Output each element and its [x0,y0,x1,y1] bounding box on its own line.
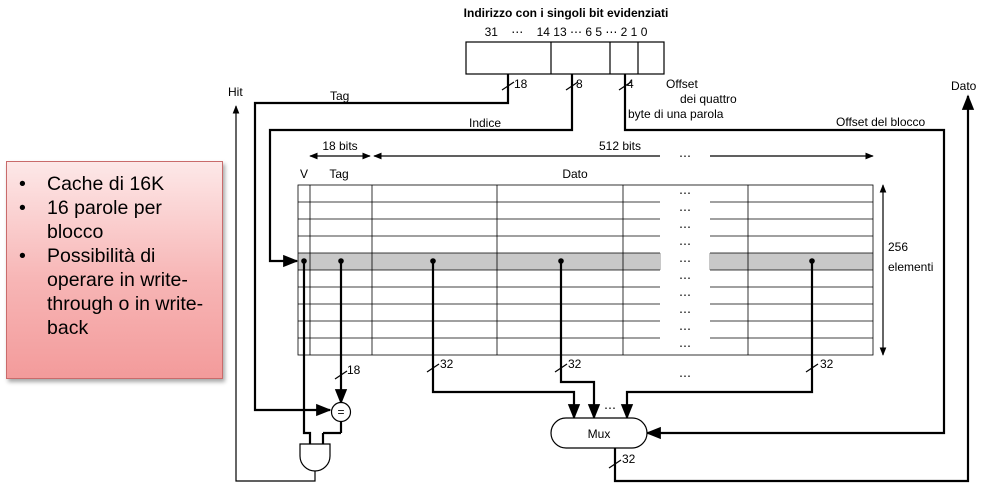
word-offset-label-2: dei quattro [680,92,737,106]
note-item: 16 parole per blocco [15,196,216,244]
cache-gap-ellipsis: ⋯ [679,288,691,302]
cache-gap-column [661,186,709,354]
note-item: Possibilità di operare in write-through … [15,244,216,340]
valid-bit-line [301,258,312,444]
word-offset-label-1: Offset [666,77,698,91]
tag-line [253,74,515,417]
tag-bits-label: 18 bits [322,139,357,153]
block-offset-label: Offset del blocco [836,115,925,129]
cache-gap-ellipsis: ⋯ [679,220,691,234]
address-bit-numbers: 31 ⋯ 14 13 ⋯ 6 5 ⋯ 2 1 0 [485,25,648,39]
address-title: Indirizzo con i singoli bit evidenziati [464,6,669,20]
comparator: = [321,401,352,444]
bus-ellipsis: ⋯ [679,369,691,383]
cache-gap-ellipsis: ⋯ [679,254,691,268]
tag-column-header: Tag [329,167,348,181]
offset-width-label: 4 [627,77,634,91]
word-bus-1-width: 32 [440,357,454,371]
mux-input-ellipsis: ⋯ [604,401,616,415]
multiplexer: Mux [550,417,648,449]
index-width-label: 8 [576,77,583,91]
cache-table: ⋯ ⋯ ⋯ ⋯ ⋯ ⋯ ⋯ ⋯ ⋯ ⋯ [297,184,874,356]
tag-width-label: 18 [514,77,528,91]
entries-word-label: elementi [888,260,933,274]
data-bits-label: 512 bits [599,139,641,153]
hit-line [232,105,316,482]
notes-callout: Cache di 16K16 parole per bloccoPossibil… [6,161,223,379]
cache-gap-ellipsis: ⋯ [679,186,691,200]
word-bus-3-width: 32 [820,357,834,371]
index-signal-label: Indice [469,116,501,130]
word-bus-2 [554,258,601,420]
dimension-ellipsis: ⋯ [679,149,691,163]
cache-gap-ellipsis: ⋯ [679,271,691,285]
data-output-label: Dato [951,79,977,93]
hit-label: Hit [228,85,243,99]
note-item: Cache di 16K [15,172,216,196]
cache-gap-ellipsis: ⋯ [679,203,691,217]
mux-label: Mux [588,427,611,441]
notes-list: Cache di 16K16 parole per bloccoPossibil… [15,172,216,340]
word-offset-label-3: byte di una parola [628,107,724,121]
address-register [465,41,665,75]
word-bus-1 [426,258,581,420]
cache-gap-ellipsis: ⋯ [679,322,691,336]
index-line [268,74,579,268]
data-column-header: Dato [562,167,588,181]
tag-signal-label: Tag [330,89,349,103]
word-bus-2-width: 32 [568,357,582,371]
tag-bus [334,258,348,405]
comparator-symbol: = [337,405,344,419]
valid-column-header: V [300,167,308,181]
cache-gap-ellipsis: ⋯ [679,305,691,319]
data-output-line [608,94,975,483]
cache-gap-ellipsis: ⋯ [679,237,691,251]
cache-gap-ellipsis: ⋯ [679,339,691,353]
block-offset-line [618,74,946,440]
mux-output-width: 32 [622,452,636,466]
entries-count-label: 256 [888,240,908,254]
selected-cache-row [298,253,873,270]
tag-bus-width: 18 [347,363,361,377]
word-bus-3 [620,258,819,420]
and-gate [299,443,331,472]
